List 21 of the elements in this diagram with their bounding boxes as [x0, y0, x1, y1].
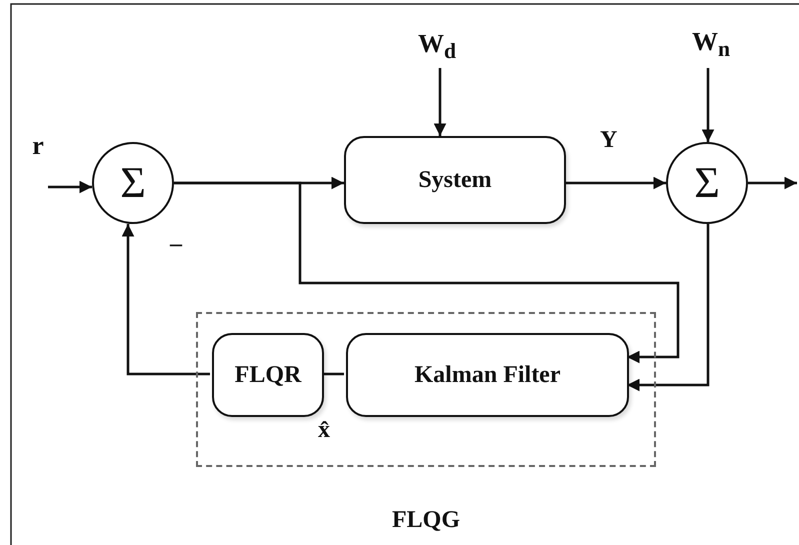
sigma-symbol: Σ [120, 161, 146, 205]
arrow [48, 180, 92, 194]
arrow [627, 224, 710, 392]
arrow [434, 68, 446, 136]
arrow [702, 68, 714, 142]
process-box [346, 333, 629, 417]
signal-name: W$_{d}$ [418, 29, 456, 65]
signal-name: r [32, 131, 44, 161]
signal-name: W$_{n}$ [692, 27, 730, 63]
arrow [566, 176, 666, 190]
connector-line [322, 372, 344, 376]
arrow [174, 182, 680, 364]
group-title: FLQG [390, 507, 461, 534]
block-label: Kalman Filter [414, 362, 560, 388]
block-label: FLQR [234, 362, 302, 388]
process-box [344, 136, 566, 224]
process-box [212, 333, 324, 417]
arrow [748, 176, 797, 190]
sigma-symbol: Σ [694, 161, 720, 205]
arrow [122, 224, 210, 376]
block-label: System [418, 166, 492, 194]
